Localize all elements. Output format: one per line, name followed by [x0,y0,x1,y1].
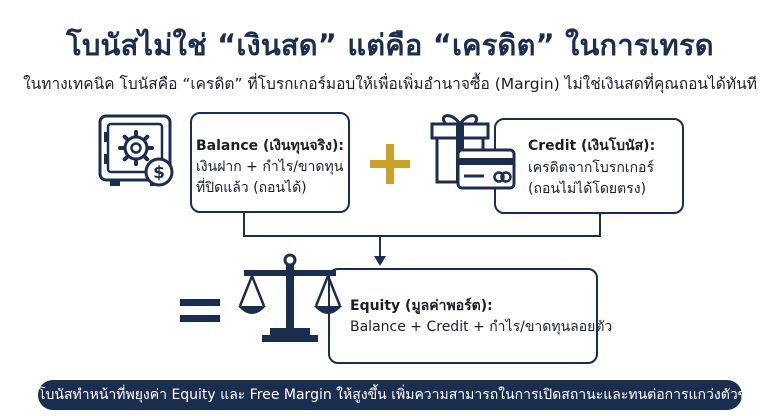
credit-card [494,118,684,214]
footer-banner: โบนัสทำหน้าที่พยุงค่า Equity และ Free Ma… [38,380,780,410]
page-subtitle: ในทางเทคนิค โบนัสคือ “เครดิต” ที่โบรกเกอ… [23,75,757,93]
balance-heading: Balance (เงินทุนจริง): [196,138,344,154]
arrow-head-icon [374,256,386,266]
equity-line-1: Balance + Credit + กำไร/ขาดทุนลอยตัว [350,319,613,335]
gift-card-icon [430,114,516,190]
credit-heading: Credit (เงินโบนัส): [528,138,656,154]
gear-icon [118,130,154,166]
connector-balance [243,213,601,237]
safe-icon: $ [98,114,174,187]
equity-card [328,268,598,364]
credit-line-2: (ถอนไม่ได้โดยตรง) [528,181,647,197]
dollar-icon: $ [144,157,174,187]
equity-heading: Equity (มูลค่าพอร์ต): [350,298,493,314]
page-title: โบนัสไม่ใช่ “เงินสด” แต่คือ “เครดิต” ในก… [66,28,714,62]
balance-line-1: เงินฝาก + กำไร/ขาดทุน [196,159,344,175]
credit-line-1: เครดิตจากโบรกเกอร์ [528,160,654,176]
credit-card-icon [456,148,516,190]
svg-text:$: $ [153,163,165,183]
equals-icon [180,299,220,322]
plus-icon [370,144,410,184]
balance-line-2: ที่ปิดแล้ว (ถอนได้) [196,180,307,196]
balance-card [190,112,350,213]
balance-scale-icon [238,253,342,342]
